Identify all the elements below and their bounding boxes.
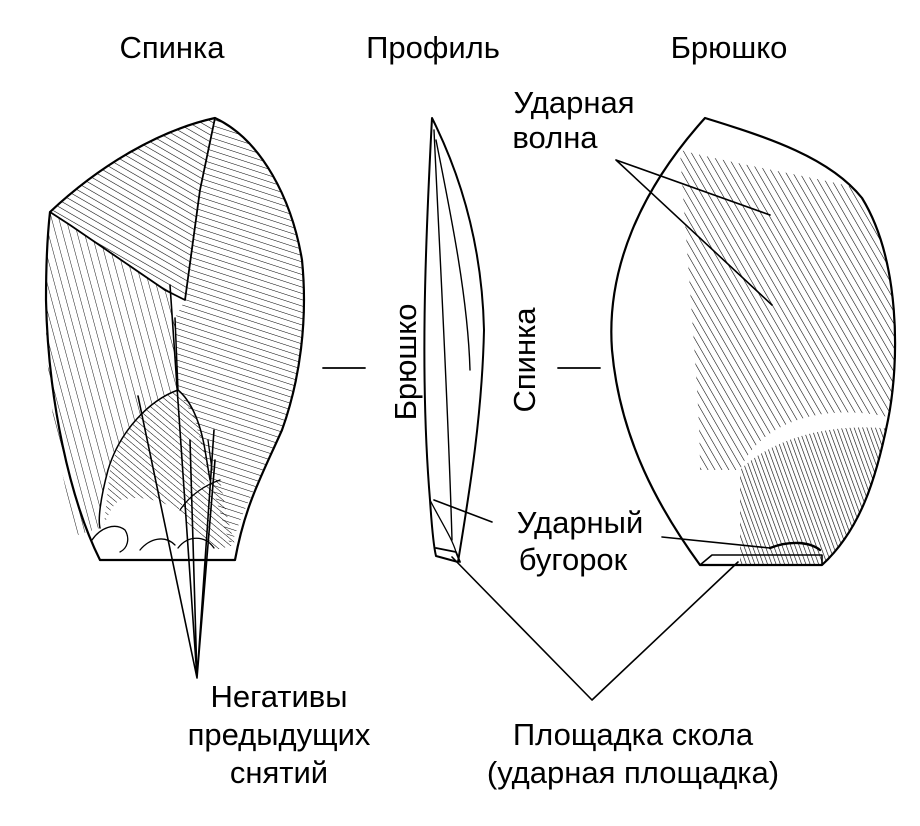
- dorsal-left-facet: [45, 212, 179, 535]
- wave-label-line2: волна: [512, 120, 598, 155]
- header-ventral: Брюшко: [671, 30, 788, 65]
- platform-pointer-lines: [451, 556, 739, 701]
- wave-pointer-lines: [615, 159, 773, 306]
- header-profile: Профиль: [366, 30, 500, 65]
- bulb-pointer-lines: [433, 499, 771, 549]
- profile-ventral-label: Брюшко: [388, 304, 423, 421]
- negatives-label-line2: предыдущих: [188, 717, 371, 752]
- ventral-view-flake: [433, 116, 897, 701]
- ventral-wave-hatching: [680, 150, 896, 470]
- negatives-label-line3: снятий: [230, 755, 328, 790]
- header-dorsal: Спинка: [119, 30, 225, 65]
- platform-label-line2: (ударная площадка): [487, 755, 779, 790]
- bulb-label-line2: бугорок: [519, 542, 628, 577]
- bulb-label-line1: Ударный: [517, 505, 644, 540]
- platform-label-line1: Площадка скола: [513, 717, 754, 752]
- negatives-pointer-lines: [137, 284, 216, 679]
- ventral-platform: [699, 554, 823, 566]
- dorsal-view-flake: [44, 116, 306, 679]
- dorsal-right-facet: [175, 118, 304, 545]
- negatives-label-line1: Негативы: [210, 679, 347, 714]
- wave-label-line1: Ударная: [514, 85, 635, 120]
- profile-dorsal-label: Спинка: [507, 307, 542, 413]
- profile-view-flake: [423, 117, 485, 563]
- ventral-outline: [610, 116, 897, 567]
- profile-outline: [423, 117, 485, 563]
- dorsal-top-facet: [52, 118, 215, 300]
